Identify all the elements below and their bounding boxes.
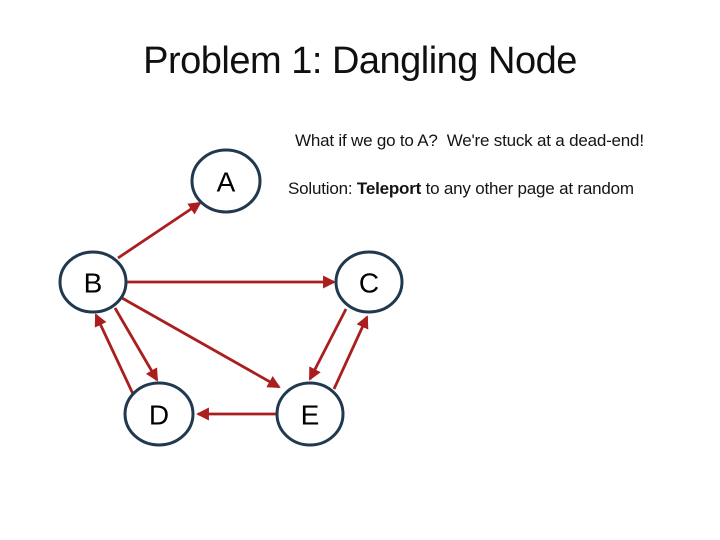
node-d-label: D [149, 400, 169, 431]
edge-b-to-e [121, 296, 281, 389]
graph-node-a: A [190, 148, 262, 214]
edge-layer [94, 201, 369, 421]
node-d-circle [123, 381, 195, 447]
node-e-label: E [301, 400, 320, 431]
annotation-solution-prefix: Solution: [288, 179, 357, 198]
annotation-solution: Solution: Teleport to any other page at … [288, 179, 634, 199]
edge-b-to-a [117, 201, 202, 260]
node-b-circle [58, 250, 128, 314]
node-c-label: C [359, 268, 379, 299]
annotation-dead-end: What if we go to A? We're stuck at a dea… [295, 131, 644, 150]
edge-e-to-c [332, 315, 369, 390]
edge-b-to-d [113, 307, 159, 382]
edge-d-to-b [94, 313, 135, 395]
graph-node-c: C [334, 250, 404, 314]
annotation-solution-suffix: to any other page at random [421, 179, 634, 198]
node-layer: A B C D E [58, 148, 404, 447]
node-c-circle [334, 250, 404, 314]
graph-node-b: B [58, 250, 128, 314]
node-a-label: A [217, 167, 236, 198]
node-a-circle [190, 148, 262, 214]
graph-node-e: E [275, 381, 345, 447]
annotation-solution-bold-word: Teleport [356, 179, 422, 198]
graph-node-d: D [123, 381, 195, 447]
node-b-label: B [84, 268, 103, 299]
slide-title: Problem 1: Dangling Node [143, 40, 577, 82]
edge-c-to-e [308, 308, 348, 381]
node-e-circle [275, 381, 345, 447]
